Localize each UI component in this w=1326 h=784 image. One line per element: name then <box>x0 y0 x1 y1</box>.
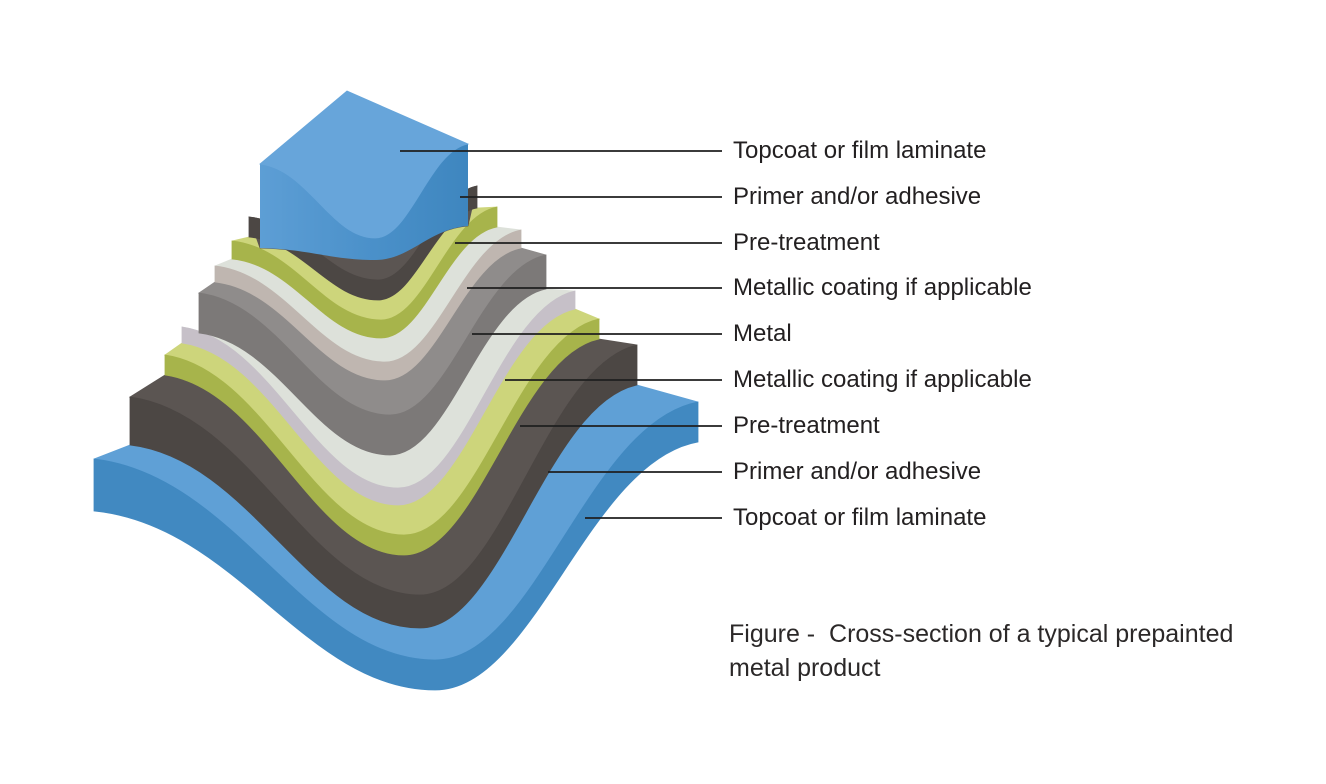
metal-front-face <box>198 254 547 456</box>
topcoat-top-front-face <box>260 144 468 260</box>
primer-bottom-front-face <box>129 344 638 629</box>
label-metallic-bottom: Metallic coating if applicable <box>733 366 1032 393</box>
metallic-bottom-front-face <box>181 290 576 506</box>
layers-group <box>93 90 699 691</box>
label-metal: Metal <box>733 320 792 347</box>
figure-caption: Figure - Cross-section of a typical prep… <box>729 620 1241 682</box>
label-primer-top: Primer and/or adhesive <box>733 183 982 210</box>
label-pretreatment-top: Pre-treatment <box>733 229 880 256</box>
metallic-top-front-face <box>214 229 522 381</box>
label-pretreatment-bottom: Pre-treatment <box>733 412 880 439</box>
pretreatment-bottom-front-face <box>164 318 600 556</box>
pretreatment-top-front-face <box>231 206 498 339</box>
topcoat-bottom-front-face <box>93 401 699 691</box>
topcoat-top-top-face <box>259 90 470 239</box>
leader-lines-group <box>400 150 722 519</box>
label-metallic-top: Metallic coating if applicable <box>733 274 1032 301</box>
label-topcoat-bottom: Topcoat or film laminate <box>733 504 987 531</box>
label-primer-bottom: Primer and/or adhesive <box>733 458 982 485</box>
label-topcoat-top: Topcoat or film laminate <box>733 137 987 164</box>
